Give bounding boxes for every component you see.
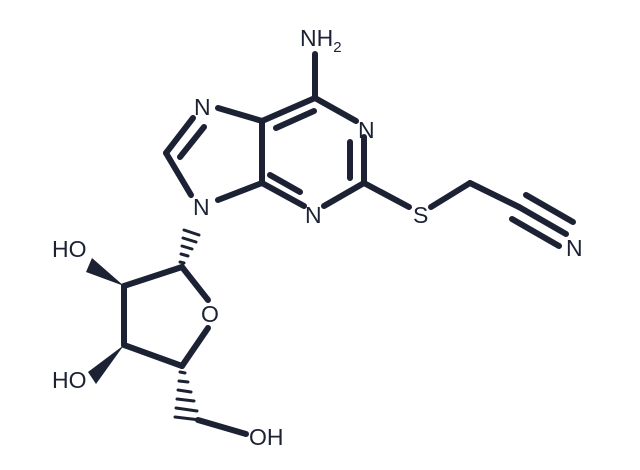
hash-c4-c5-4 [175,397,196,403]
bond-c5-n7 [215,105,265,124]
bond-c4-c3 [121,342,185,369]
hashed-bonds [173,228,202,422]
wedge-bonds [86,258,124,384]
bond-n3-c4 [259,180,307,209]
bond-ch2-cn [467,180,522,210]
bond-n7-c8-double [177,124,207,160]
atom-ho-2: HO [52,236,87,262]
bonds [121,51,576,437]
bond-c5-o5 [195,417,249,437]
bond-n9-c4 [215,180,265,203]
hash-c4-c5-3 [176,388,193,394]
wedge-c3-oh [88,345,124,384]
bond-c6-n1 [312,95,359,124]
atom-n7: N [194,94,211,120]
atom-nh2: NH2 [300,25,342,56]
bond-n3-c4-double [267,172,303,195]
bond-c5-c6-double [273,108,317,131]
atom-ho-3: HO [52,367,87,393]
bond-c1-o4 [179,264,211,303]
atom-s: S [413,202,428,228]
bond-c5-c6 [259,95,318,124]
hash-c1-n9-2 [179,252,190,258]
bond-o4-c4 [179,325,211,369]
bond-c2-c1 [121,264,185,289]
bond-cn-triple-1 [516,204,569,237]
hash-c4-c5-2 [177,379,190,384]
hash-c1-n9-3 [180,244,194,251]
atom-oh-5: OH [249,424,284,450]
bond-c2-n3 [321,180,367,209]
bond-c8-n9 [163,150,194,198]
bond-cn-triple-3 [523,192,576,225]
atom-labels: NH2 N N N N S N O HO HO OH [52,25,583,450]
atom-o-ring: O [201,301,219,327]
hash-c4-c5-6 [173,415,202,422]
atom-n3: N [305,202,322,228]
hash-c1-n9-5 [182,228,201,237]
bond-c2-s [361,180,412,210]
hash-c4-c5-1 [178,370,187,375]
wedge-c2-oh [86,258,124,286]
atom-n-nitrile: N [566,235,583,261]
atom-n1: N [358,117,375,143]
hash-c4-c5-5 [174,406,199,413]
bond-s-ch2 [428,180,473,210]
hash-c1-n9-1 [178,260,186,265]
bond-cn-triple-2 [509,216,562,249]
bond-n7-c8 [163,115,196,156]
atom-n9: N [193,194,210,220]
hash-c1-n9-4 [181,236,198,244]
